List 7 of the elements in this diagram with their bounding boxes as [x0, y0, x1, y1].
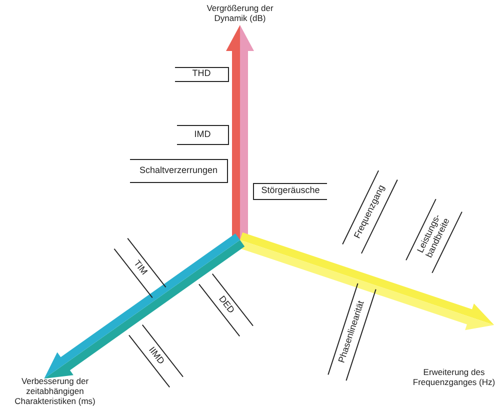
axis-title: Vergrößerung der Dynamik (dB): [206, 4, 274, 24]
axis-title: Erweiterung des Frequenzganges (Hz): [412, 368, 496, 388]
label-bracket: Schaltverzerrungen: [130, 159, 228, 183]
axis-title: Verbesserung der zeitabhängigen Charakteristiken (ms): [14, 377, 96, 406]
label-bracket: IMD: [177, 125, 229, 145]
label-bracket: THD: [175, 66, 229, 82]
label-bracket: Störgeräusche: [253, 182, 327, 200]
